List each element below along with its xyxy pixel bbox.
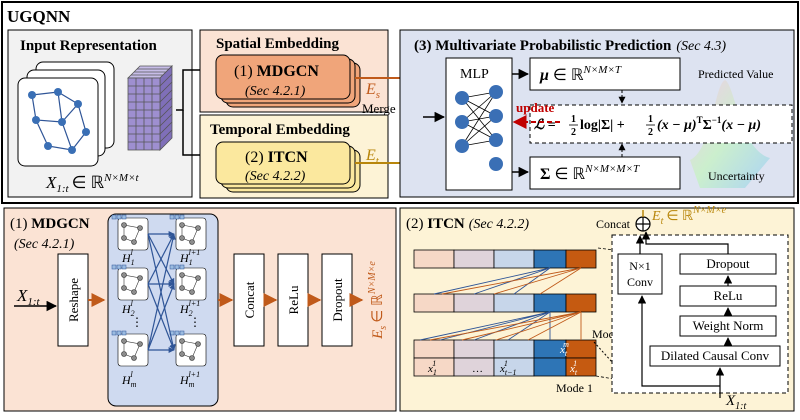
itcn-relu-label: ReLu: [714, 288, 743, 303]
graph-layer-mini-graphs: [121, 222, 201, 361]
sigma-caption: Uncertainty: [708, 169, 765, 183]
mdgcn-dropout-label: Dropout: [330, 278, 345, 322]
temporal-output-label: Et: [365, 147, 380, 167]
mu-expression: μ∈ ℝN×M×T: [539, 64, 622, 84]
nx1-conv-box: [617, 253, 663, 295]
dots-left: ⋮: [131, 315, 143, 329]
itcn-input-label: X1:t: [725, 393, 747, 412]
mdgcn-sec: (Sec 4.2.1): [245, 84, 306, 99]
h-left-bot: Hml: [121, 370, 137, 389]
ugqnn-title: UGQNN: [7, 7, 71, 26]
dots-right: ⋮: [189, 315, 201, 329]
h-right-top: H1l+1: [179, 248, 200, 267]
xt-label: xt1: [569, 359, 578, 377]
tcn-flow-arrows: [635, 231, 733, 398]
loss-term1: log|Σ| +: [580, 118, 625, 133]
loss-formula: ℒ =: [534, 118, 556, 133]
mlp-network-icon: [455, 85, 503, 171]
spatial-output-label: Es: [365, 81, 380, 101]
mu-caption: Predicted Value: [698, 67, 773, 81]
h-left-top: H1l: [121, 248, 135, 267]
xdots-label: …: [472, 363, 483, 375]
input-heading: Input Representation: [20, 38, 157, 54]
mdgcn-panel-sec: (Sec 4.2.1): [14, 237, 75, 252]
input-graph-stack: [17, 61, 115, 167]
loss-frac2-num: 1: [648, 114, 653, 125]
itcn-zoom-line-top: [597, 247, 615, 251]
h-left-mid: H2l: [121, 299, 135, 318]
dilated-conv-label: Dilated Causal Conv: [661, 348, 770, 363]
mdgcn-relu-label: ReLu: [286, 285, 301, 314]
prediction-heading: (3) Multivariate Probabilistic Predictio…: [414, 38, 726, 54]
itcn-block-stack: [215, 141, 361, 193]
sigma-box: [529, 156, 681, 190]
loss-frac1-num: 1: [571, 114, 576, 125]
weight-norm-label: Weight Norm: [693, 318, 764, 333]
h-right-bot: Hml+1: [179, 370, 200, 389]
itcn-output-label: Et∈ ℝN×M×e: [651, 205, 727, 227]
mdgcn-label: (1) MDGCN: [234, 63, 319, 80]
itcn-panel-heading: (2) ITCN(Sec 4.2.2): [406, 216, 529, 232]
mdgcn-concat-label: Concat: [242, 281, 257, 318]
xm-label: xtm: [559, 340, 569, 358]
itcn-sequence-rows: [413, 249, 597, 377]
reshape-label: Reshape: [66, 278, 81, 322]
mdgcn-input-label: X1:t: [16, 286, 41, 308]
temporal-heading: Temporal Embedding: [210, 122, 350, 138]
loss-frac1-den: 2: [571, 127, 576, 138]
mdgcn-relu-box: [277, 253, 309, 347]
xt1-label: xt−11: [499, 359, 517, 377]
itcn-concat-label: Concat: [596, 217, 631, 231]
mu-box: [529, 57, 681, 91]
itcn-dilation-lines: [419, 267, 582, 341]
mdgcn-panel-heading: (1) MDGCN: [10, 216, 90, 232]
x1-label: x11: [427, 359, 437, 377]
input-label: X1:t∈ ℝN×M×t: [45, 172, 140, 195]
loss-tail: (x − μ)TΣ−1(x − μ): [657, 115, 761, 133]
graph-layer-edges: [147, 231, 176, 353]
mlp-label: MLP: [460, 67, 489, 82]
itcn-label: (2) ITCN: [245, 149, 308, 166]
loss-box: [529, 104, 793, 144]
mdgcn-dropout-box: [321, 253, 353, 347]
update-label: update: [516, 100, 555, 115]
mode-1-label: Mode 1: [556, 381, 593, 395]
sigma-expression: Σ∈ ℝN×M×M×T: [540, 163, 640, 183]
itcn-sec: (Sec 4.2.2): [245, 169, 306, 184]
dilated-conv-box: [649, 345, 781, 367]
itcn-concat-plus-icon: [635, 216, 651, 232]
nx1-conv-line2: Conv: [627, 275, 653, 289]
itcn-dropout-label: Dropout: [706, 256, 750, 271]
nx1-conv-line1: N×1: [629, 259, 650, 273]
h-right-mid: H2l+1: [179, 299, 200, 318]
mdgcn-block-stack: [215, 54, 361, 108]
graph-layer-tags: [111, 214, 185, 336]
loss-frac2-den: 2: [648, 127, 653, 138]
mode-m-dots: [593, 341, 613, 363]
mdgcn-output-label: Es∈ ℝN×M×e: [367, 261, 389, 340]
input-tensor-cube: [127, 65, 173, 151]
reshape-box: [57, 253, 89, 347]
merge-label: Merge: [362, 101, 396, 116]
spatial-heading: Spatial Embedding: [216, 36, 339, 52]
